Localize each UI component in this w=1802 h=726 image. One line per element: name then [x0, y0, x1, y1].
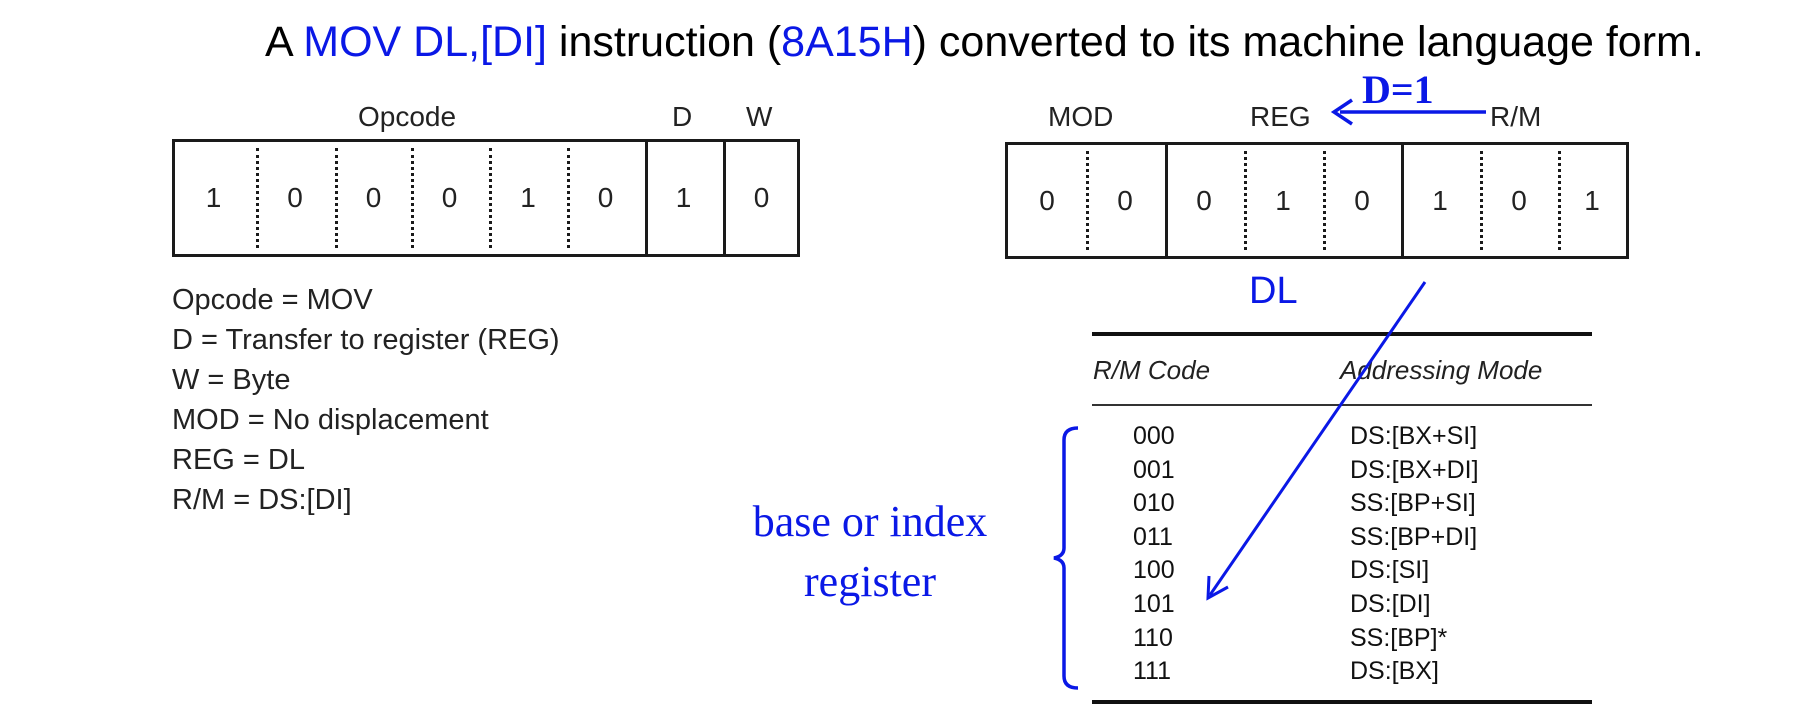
table-code: 100: [1133, 556, 1175, 585]
field-divider: [1165, 145, 1168, 256]
byte1-bit: 1: [205, 182, 222, 213]
byte2-bit: 0: [1196, 184, 1212, 216]
byte1-bit: 1: [520, 182, 536, 213]
title-hex: 8A15H: [781, 18, 913, 66]
decode-line: MOD = No displacement: [172, 404, 489, 436]
bit-divider: [1323, 151, 1326, 250]
byte1-box: 1 0 0 0 1 0 1 0: [172, 139, 800, 257]
table-code: 011: [1133, 522, 1173, 551]
dl-label: DL: [1249, 270, 1298, 312]
table-code: 111: [1133, 657, 1172, 686]
byte2-bit: 0: [1117, 184, 1133, 216]
bit-divider: [335, 148, 338, 248]
bit-divider: [1558, 151, 1561, 250]
bracket-label: base or index register: [720, 492, 1020, 612]
rm-arrow-head: [1206, 575, 1229, 601]
decode-list: Opcode = MOV D = Transfer to register (R…: [172, 280, 560, 520]
table-bottom-rule: [1092, 700, 1592, 704]
bit-divider: [567, 148, 570, 248]
d-header: D: [672, 101, 693, 132]
field-divider: [1401, 145, 1404, 256]
rm-arrow-line: [1208, 281, 1427, 596]
reg-header: REG: [1250, 101, 1311, 132]
table-code: 010: [1133, 489, 1175, 518]
decode-line: D = Transfer to register (REG): [172, 324, 560, 356]
title-middle: instruction (: [546, 18, 782, 66]
w-header: W: [746, 101, 773, 132]
field-divider: [645, 142, 648, 254]
byte1-bit: 0: [287, 182, 303, 213]
table-code: 001: [1133, 455, 1175, 484]
table-code-column: 000 001 010 011 100 101 110 111: [1133, 420, 1175, 689]
decode-line: Opcode = MOV: [172, 284, 373, 316]
byte1-bit: 0: [753, 182, 770, 213]
decode-line: R/M = DS:[DI]: [172, 484, 352, 516]
byte1-bit: 0: [597, 182, 614, 213]
bracket-label-line: register: [804, 557, 936, 606]
table-mode-column: DS:[BX+SI] DS:[BX+DI] SS:[BP+SI] SS:[BP+…: [1350, 420, 1479, 689]
table-code: 000: [1133, 422, 1175, 450]
table-mode: DS:[BX]: [1350, 657, 1439, 686]
page-title: A MOV DL,[DI] instruction (8A15H) conver…: [265, 18, 1704, 67]
byte2-bit: 1: [1432, 184, 1448, 216]
table-mode: SS:[BP]*: [1350, 623, 1448, 652]
table-mode: DS:[DI]: [1350, 589, 1431, 618]
byte2-box: 0 0 0 1 0 1 0 1: [1005, 142, 1629, 259]
table-mode: SS:[BP+DI]: [1350, 522, 1478, 551]
table-header-mode: Addressing Mode: [1340, 355, 1543, 385]
decode-line: W = Byte: [172, 364, 291, 396]
table-mode: DS:[SI]: [1350, 556, 1430, 585]
byte2-bit: 0: [1354, 184, 1370, 216]
title-suffix: ) converted to its machine language form…: [912, 18, 1704, 66]
table-mode: DS:[BX+DI]: [1350, 455, 1479, 484]
mod-header: MOD: [1048, 101, 1114, 132]
decode-line: REG = DL: [172, 444, 305, 476]
bit-divider: [256, 148, 259, 248]
table-header-code: R/M Code: [1093, 355, 1211, 385]
field-divider: [723, 142, 726, 254]
byte2-bit: 1: [1275, 184, 1291, 216]
bit-divider: [489, 148, 492, 248]
bit-divider: [1244, 151, 1247, 250]
byte2-bit: 1: [1584, 184, 1600, 216]
bracket-icon: [1053, 426, 1079, 690]
table-code: 101: [1133, 589, 1175, 618]
byte1-bit: 0: [365, 182, 382, 213]
d-arrow-head: [1330, 98, 1353, 126]
d-equals-label: D=1: [1362, 67, 1434, 112]
bit-divider: [411, 148, 414, 248]
byte1-bit: 0: [441, 182, 458, 213]
opcode-header: Opcode: [358, 101, 457, 132]
table-top-rule: [1092, 332, 1592, 336]
bit-divider: [1086, 151, 1089, 250]
bit-divider: [1480, 151, 1483, 250]
byte1-bit: 1: [675, 182, 692, 213]
bracket-label-line: base or index: [752, 497, 988, 546]
table-mode: SS:[BP+SI]: [1350, 489, 1476, 518]
byte2-bit: 0: [1039, 184, 1055, 216]
byte2-bit: 0: [1511, 184, 1527, 216]
rm-header: R/M: [1490, 101, 1542, 132]
title-instruction: MOV DL,[DI]: [303, 18, 547, 66]
table-code: 110: [1133, 623, 1173, 652]
title-prefix: A: [265, 18, 304, 66]
table-mode: DS:[BX+SI]: [1350, 422, 1478, 450]
